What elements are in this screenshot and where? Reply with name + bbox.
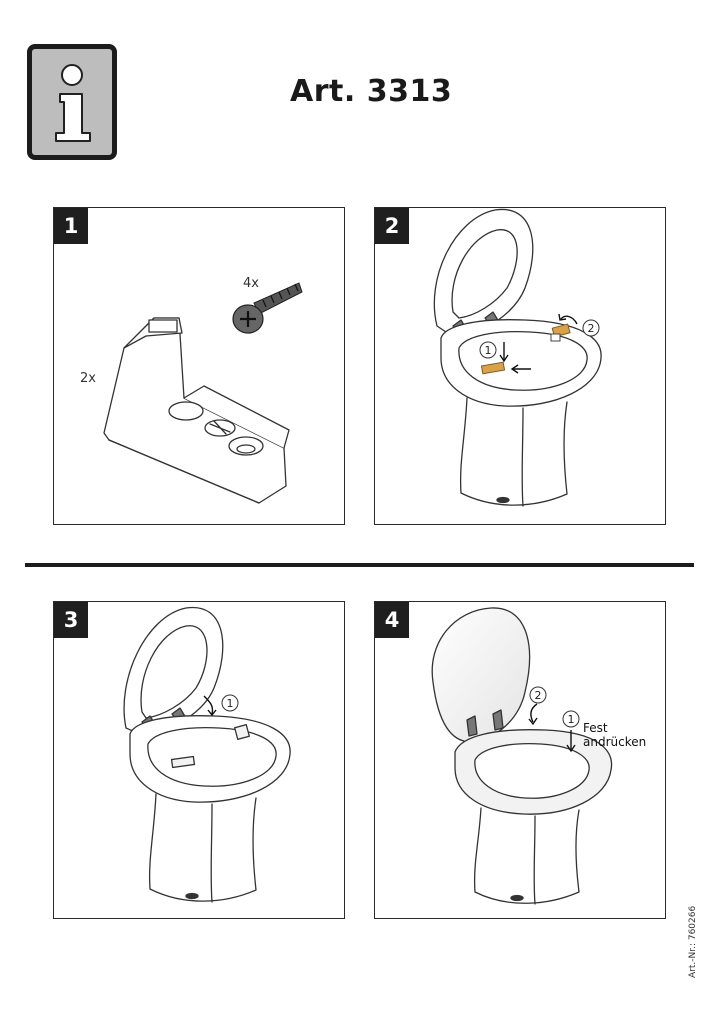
press-note-line2: andrücken <box>583 735 647 749</box>
step-1-number: 1 <box>54 208 88 244</box>
article-title: Art. 3313 <box>290 74 453 109</box>
step-1-panel: 1 2x 4x <box>53 207 345 525</box>
toilet-position-seat-illustration: 1 <box>123 606 291 903</box>
toilet-press-seat-illustration: 1 2 <box>431 607 613 905</box>
step-4-callout-1: 1 <box>568 713 575 726</box>
step-4-panel: 4 1 2 Fest a <box>374 601 666 919</box>
screw-part <box>232 282 303 334</box>
step-3-callout-1: 1 <box>227 697 234 710</box>
step-3-number: 3 <box>54 602 88 638</box>
step-3-panel: 3 1 <box>53 601 345 919</box>
step-2-number: 2 <box>375 208 409 244</box>
info-icon <box>27 44 117 160</box>
section-divider <box>25 563 694 567</box>
screw-quantity: 4x <box>243 276 259 291</box>
toilet-insert-brackets-illustration: 1 2 <box>433 208 602 507</box>
article-number: Art.-Nr.: 760266 <box>688 905 698 978</box>
step-4-callout-2: 2 <box>535 689 542 702</box>
press-note-line1: Fest <box>583 721 608 735</box>
step-4-number: 4 <box>375 602 409 638</box>
bracket-quantity: 2x <box>80 371 96 386</box>
step-2-callout-1: 1 <box>485 344 492 357</box>
step-2-panel: 2 1 2 <box>374 207 666 525</box>
bracket-part <box>103 317 290 504</box>
bracket-and-screw-illustration <box>103 282 303 504</box>
step-2-callout-2: 2 <box>588 322 595 335</box>
